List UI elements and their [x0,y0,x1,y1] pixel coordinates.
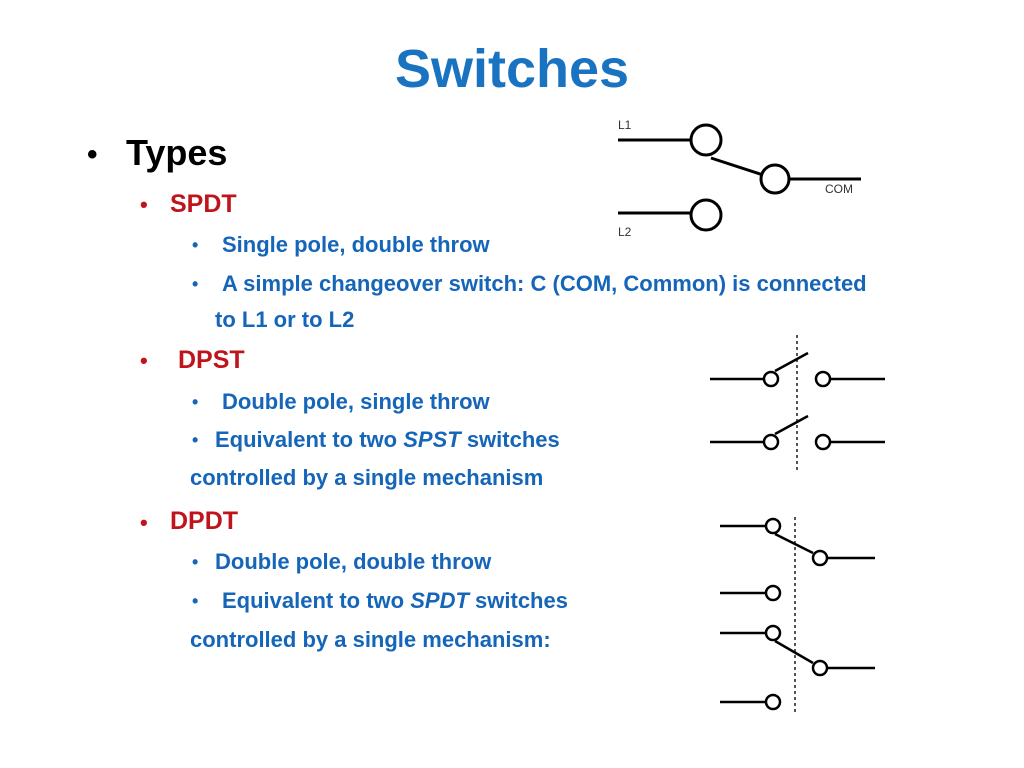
dpdt-heading: DPDT [170,507,239,535]
dpst-diagram [710,335,885,473]
spdt-item-1: Single pole, double throw [222,232,490,257]
bullet-dpdt-1: • [192,552,199,572]
dpdt-item-1: Double pole, double throw [215,549,492,574]
bullet-dpdt-2: • [192,591,199,611]
bullet-spdt-2: • [192,274,199,294]
spdt-l2-terminal [689,198,723,232]
bullet-spdt-1: • [192,235,199,255]
spdt-com-terminal [759,163,791,195]
bullet-dpst-2: • [192,430,199,450]
bullet-dpst: • [140,348,148,373]
spdt-item-2-cont: to L1 or to L2 [215,307,355,332]
spdt-com-label: COM [825,182,853,196]
dpdt-diagram [720,517,875,713]
dpst-item-1: Double pole, single throw [222,389,490,414]
spdt-item-2: A simple changeover switch: C (COM, Comm… [222,271,867,296]
bullet-spdt: • [140,192,148,217]
slide-title: Switches [394,39,630,99]
dpdt-item-2: Equivalent to two SPDT switches [222,588,568,613]
spdt-diagram: L1 COM L2 [618,118,861,239]
bullet-dpdt: • [140,510,148,535]
types-heading: Types [126,132,228,173]
dpst-heading: DPST [178,346,245,374]
spdt-heading: SPDT [170,190,237,218]
bullet-types: • [87,138,98,171]
spdt-l1-terminal [689,123,723,157]
dpst-item-2: Equivalent to two SPST switches [215,427,560,452]
dpst-item-2-cont: controlled by a single mechanism [190,465,544,490]
spdt-blade [710,156,764,177]
spdt-l2-label: L2 [618,225,632,239]
bullet-dpst-1: • [192,392,199,412]
spdt-l1-label: L1 [618,118,632,132]
dpdt-item-2-cont: controlled by a single mechanism: [190,627,551,652]
